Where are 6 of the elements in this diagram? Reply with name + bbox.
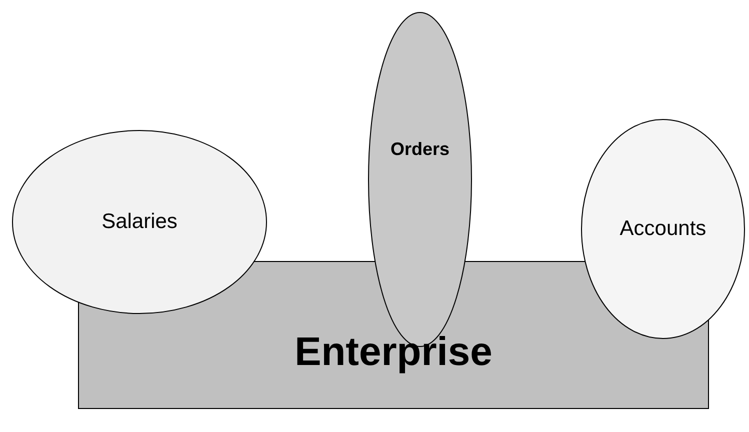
node-label: Accounts xyxy=(620,217,706,241)
title-label: Enterprise xyxy=(294,330,492,374)
ellipse-shape xyxy=(12,130,267,314)
ellipse-shape xyxy=(581,119,745,339)
node-label: Salaries xyxy=(102,210,178,234)
node-label: Orders xyxy=(390,139,450,160)
